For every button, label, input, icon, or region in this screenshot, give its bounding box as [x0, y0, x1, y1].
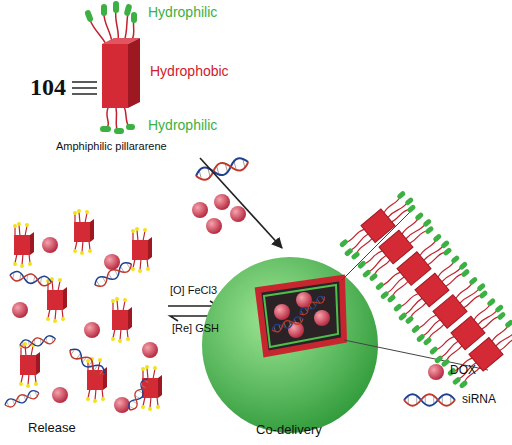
state-label: Co-delivery — [256, 423, 322, 438]
region-label: Hydrophobic — [150, 63, 229, 79]
caption-label: Amphiphilic pillararene — [56, 140, 167, 153]
region-label: Hydrophilic — [148, 117, 217, 133]
state-label: Release — [28, 421, 76, 436]
legend-sample — [428, 364, 444, 380]
reagent-label: [O] FeCl3 — [170, 284, 217, 297]
reagent-label: [Re] GSH — [172, 322, 219, 335]
compound-number: 104 — [30, 74, 66, 102]
legend-text: DOX — [450, 364, 476, 378]
legend-text: siRNA — [462, 393, 496, 407]
region-label: Hydrophilic — [148, 4, 217, 20]
